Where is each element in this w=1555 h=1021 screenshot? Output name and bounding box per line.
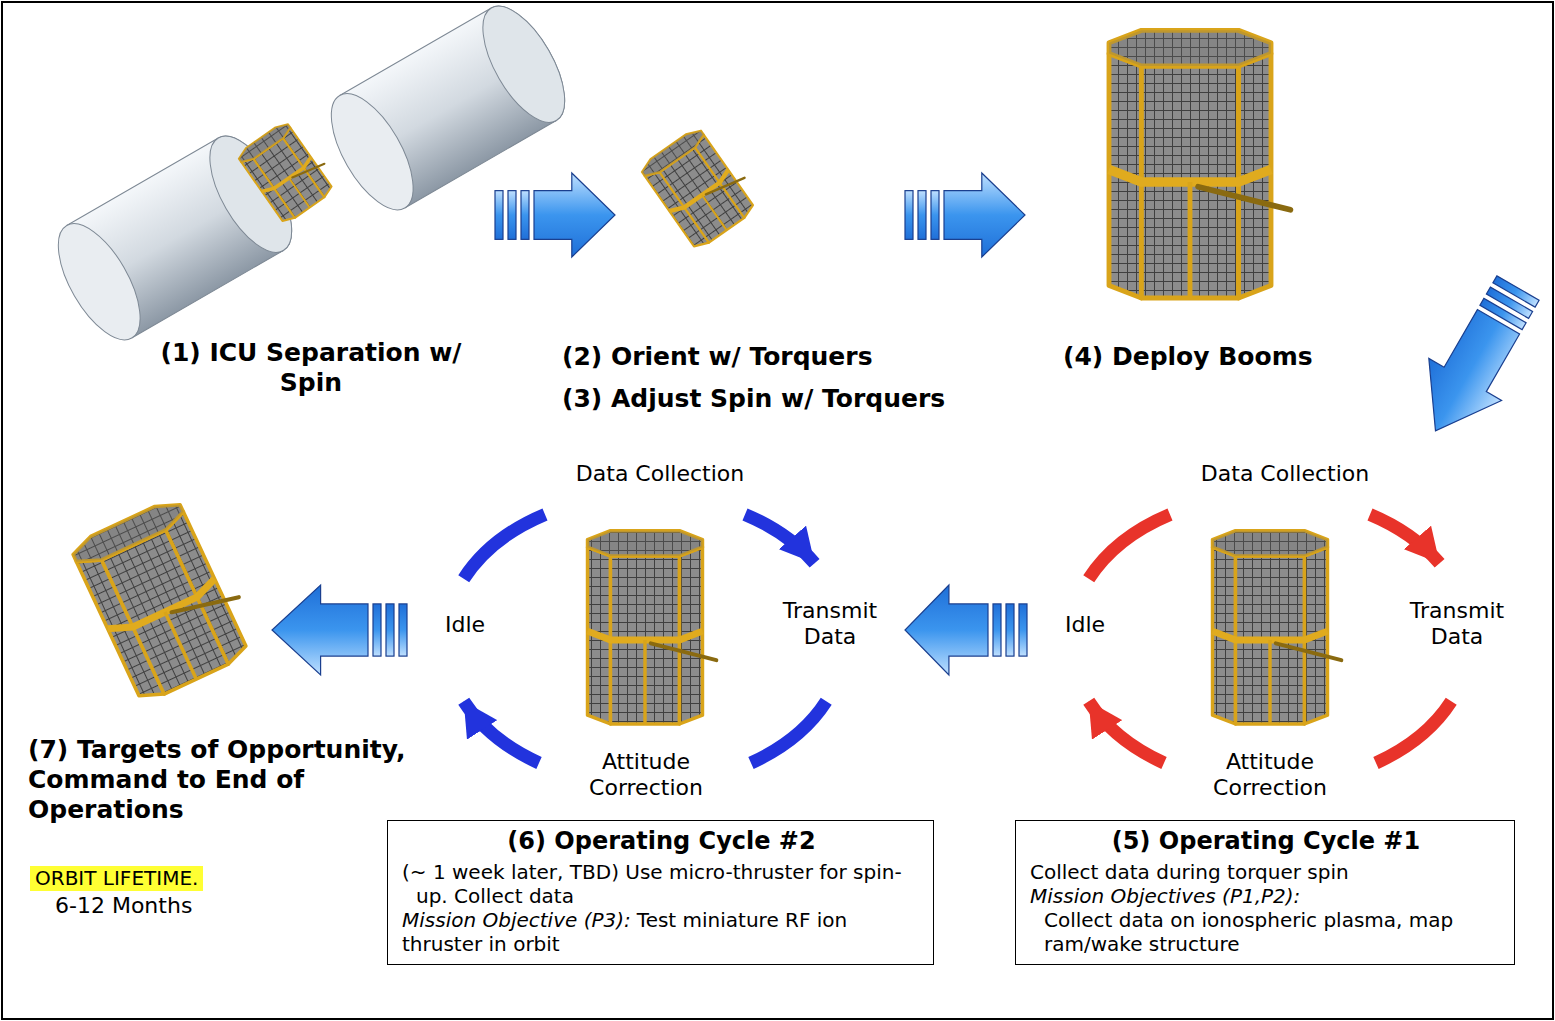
cycle-step: Data Collection (545, 461, 775, 487)
objective-body: Collect data on ionospheric plasma, map … (1030, 908, 1502, 956)
cycle-ring (464, 514, 827, 763)
launcher-half (315, 0, 581, 222)
objective-heading: Mission Objectives (P1,P2): (1030, 884, 1502, 908)
box-body: Collect data during torquer spin (1030, 860, 1502, 884)
cycle-step: Transmit Data (1402, 598, 1512, 651)
flow-arrow (495, 173, 615, 257)
cycle-step: Idle (1045, 612, 1125, 638)
satellite (588, 531, 717, 724)
box-heading: (5) Operating Cycle #1 (1030, 827, 1502, 856)
cycle-step: Transmit Data (775, 598, 885, 651)
step-caption: (4) Deploy Booms (1063, 342, 1393, 372)
satellite (1109, 30, 1290, 298)
cycle-box: (5) Operating Cycle #1 Collect data durin… (1015, 820, 1515, 965)
cycle-step: Attitude Correction (571, 749, 721, 802)
box-heading: (6) Operating Cycle #2 (402, 827, 921, 856)
highlight-label: ORBIT LIFETIME. (30, 866, 203, 891)
satellite (1213, 531, 1342, 724)
flow-arrow (1399, 267, 1554, 452)
step-caption: (3) Adjust Spin w/ Torquers (562, 384, 1002, 414)
cycle-step: Idle (425, 612, 505, 638)
flow-arrow (905, 585, 1027, 675)
lifetime-value: 6-12 Months (55, 893, 255, 919)
flow-arrow (905, 173, 1025, 257)
cycle-box: (6) Operating Cycle #2 (~ 1 week later, T… (387, 820, 934, 965)
satellite (69, 490, 262, 704)
box-body: (~ 1 week later, TBD) Use micro-thruster… (402, 860, 921, 908)
cycle-step: Data Collection (1170, 461, 1400, 487)
satellite (639, 121, 763, 251)
step-caption: (1) ICU Separation w/ Spin (144, 338, 479, 398)
satellite (236, 116, 340, 224)
highlight-text: ORBIT LIFETIME. (35, 866, 198, 891)
step-caption: (2) Orient w/ Torquers (562, 342, 982, 372)
cycle-step: Attitude Correction (1195, 749, 1345, 802)
objective-heading: Mission Objective (P3): (402, 908, 631, 932)
flow-arrow (272, 585, 407, 675)
step-caption: (7) Targets of Opportunity, Command to E… (28, 735, 453, 825)
cycle-ring (1089, 514, 1452, 763)
